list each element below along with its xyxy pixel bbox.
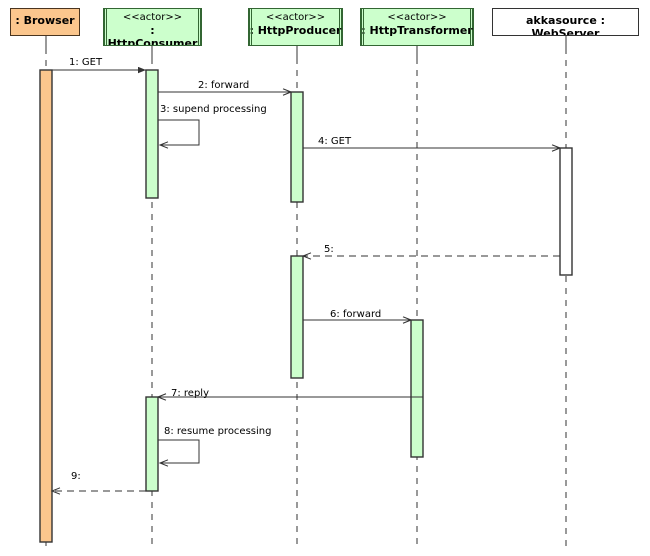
activation-bar-http-producer-0 — [290, 91, 304, 203]
lifeline-header-web-server[interactable]: akkasource : WebServer — [492, 8, 639, 36]
lifeline-stereotype-http-producer: <<actor>> — [265, 12, 326, 23]
activation-layer — [39, 69, 573, 543]
lifeline-stereotype-http-transformer: <<actor>> — [387, 12, 447, 23]
message-label-2[interactable]: 2: forward — [198, 80, 250, 91]
lifeline-stereotype-http-consumer: <<actor>> — [122, 12, 183, 23]
activation-bar-web-server-0 — [559, 147, 573, 276]
message-layer — [52, 66, 560, 491]
activation-bar-http-transformer-0 — [410, 319, 424, 458]
message-8 — [158, 439, 200, 463]
activation-bar-http-producer-1 — [290, 255, 304, 379]
message-label-7[interactable]: 7: reply — [171, 388, 209, 399]
message-label-5[interactable]: 5: — [324, 244, 334, 255]
message-label-6[interactable]: 6: forward — [330, 309, 382, 320]
lifeline-name-browser: : Browser — [15, 14, 75, 27]
lifeline-name-http-transformer: : HttpTransformer — [361, 24, 473, 37]
message-3 — [158, 119, 200, 145]
lifeline-header-browser[interactable]: : Browser — [10, 8, 80, 36]
activation-bar-http-consumer-1 — [145, 396, 159, 492]
message-label-1[interactable]: 1: GET — [69, 57, 103, 68]
lifeline-header-http-transformer[interactable]: <<actor>>: HttpTransformer — [360, 8, 474, 46]
message-label-9[interactable]: 9: — [71, 471, 81, 482]
message-self-arrow-3 — [158, 119, 200, 145]
message-self-arrow-8 — [158, 439, 200, 463]
message-label-8[interactable]: 8: resume processing — [164, 426, 272, 437]
lifeline-name-http-producer: : HttpProducer — [249, 24, 342, 37]
lifeline-name-web-server: akkasource : WebServer — [525, 14, 606, 36]
lifeline-header-http-consumer[interactable]: <<actor>>: HttpConsumer — [103, 8, 202, 46]
message-label-3[interactable]: 3: supend processing — [160, 104, 267, 115]
lifeline-layer — [45, 36, 567, 548]
activation-bar-browser-0 — [39, 69, 53, 543]
message-label-4[interactable]: 4: GET — [318, 136, 352, 147]
lifeline-name-http-consumer: : HttpConsumer — [107, 24, 198, 46]
activation-bar-http-consumer-0 — [145, 69, 159, 199]
lifeline-header-http-producer[interactable]: <<actor>>: HttpProducer — [248, 8, 343, 46]
